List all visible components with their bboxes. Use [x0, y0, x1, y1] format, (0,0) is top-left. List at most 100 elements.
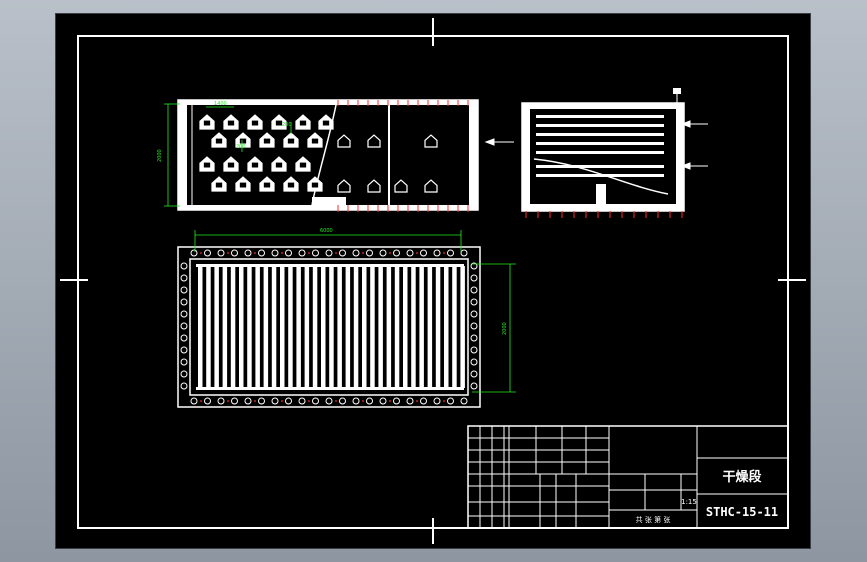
slat: [452, 266, 457, 388]
slat: [255, 266, 260, 388]
bolt: [339, 397, 346, 405]
front-view-dimensions: [164, 103, 292, 207]
drawing-border: [60, 18, 806, 544]
bolt: [460, 397, 468, 405]
bolt: [470, 370, 478, 378]
shoe-item: [367, 134, 381, 148]
front-width-dimension: 1400: [214, 101, 227, 107]
bolt: [406, 397, 414, 405]
front-height-dimension: 2000: [157, 149, 163, 162]
shoe-rack-items: [199, 114, 438, 193]
shoe-item: [424, 134, 438, 148]
drawing-sheet: 2000 1400 200 200: [56, 14, 810, 548]
bolt: [180, 370, 188, 378]
bolt: [366, 249, 373, 257]
plan-width-dimension: 6000: [320, 228, 333, 234]
bolt: [244, 249, 252, 257]
scale-label: 1:15: [681, 498, 697, 506]
slat: [444, 266, 449, 388]
bolt: [470, 262, 478, 270]
bolt: [447, 397, 454, 405]
bolt: [470, 358, 478, 366]
bolt: [180, 346, 188, 354]
shoe-item: [424, 179, 438, 193]
bolt: [180, 310, 188, 318]
shoe-item: [337, 134, 351, 148]
bolt: [298, 397, 306, 405]
drawing-number: STHC-15-11: [706, 505, 778, 519]
bolt: [312, 249, 319, 257]
slat: [288, 266, 293, 388]
bolt: [325, 397, 333, 405]
bolt: [285, 249, 292, 257]
bolt: [470, 346, 478, 354]
slat: [214, 266, 219, 388]
bolt: [420, 397, 427, 405]
shoe-item: [367, 179, 381, 193]
bolt: [231, 249, 238, 257]
slat: [378, 266, 383, 388]
slat: [370, 266, 375, 388]
title-block: [467, 425, 789, 529]
bolt: [285, 397, 292, 405]
slat: [222, 266, 228, 388]
side-dimension-a: 200: [282, 122, 292, 128]
slat: [312, 266, 318, 388]
bolt: [217, 249, 225, 257]
slat: [230, 266, 236, 388]
bolt: [204, 249, 211, 257]
bolt: [258, 397, 265, 405]
bolt: [420, 249, 427, 257]
plan-view: [177, 246, 481, 408]
bolt: [180, 334, 188, 342]
slat: [386, 266, 392, 388]
side-section-view: [521, 88, 685, 218]
bolt: [231, 397, 238, 405]
bolt: [379, 397, 387, 405]
bolt: [190, 397, 198, 405]
side-dimension-b: 200: [236, 144, 246, 150]
bolt: [470, 322, 478, 330]
bolt: [470, 286, 478, 294]
slat: [362, 266, 367, 388]
bolt: [433, 397, 441, 405]
slat: [280, 266, 285, 388]
bolt: [180, 286, 188, 294]
slat: [321, 266, 326, 388]
bolt: [393, 249, 400, 257]
bolt: [180, 322, 188, 330]
slat: [427, 266, 433, 388]
bolt: [190, 249, 198, 257]
drawing-title: 干燥段: [722, 469, 761, 485]
bolt: [180, 262, 188, 270]
bolt: [470, 274, 478, 282]
bolt: [298, 249, 306, 257]
bolt: [180, 274, 188, 282]
bolt: [180, 298, 188, 306]
slat: [460, 266, 465, 388]
plan-view-dimensions: [194, 230, 516, 393]
front-section-view: [177, 99, 479, 212]
slat: [394, 266, 400, 388]
slat: [239, 266, 244, 388]
slat: [271, 266, 277, 388]
bolt: [470, 334, 478, 342]
slat: [345, 266, 351, 388]
slat: [353, 266, 359, 388]
frame-bolts: [180, 249, 478, 405]
slat: [304, 266, 310, 388]
cad-drawing: 2000 1400 200 200: [60, 18, 806, 544]
slat: [296, 266, 301, 388]
bolt: [406, 249, 414, 257]
slat: [403, 266, 408, 388]
slat: [263, 266, 269, 388]
bolt: [433, 249, 441, 257]
bolt: [271, 249, 279, 257]
bolt: [470, 382, 478, 390]
bolt: [393, 397, 400, 405]
bolt: [180, 382, 188, 390]
slat: [329, 266, 334, 388]
bolt: [470, 298, 478, 306]
slat: [206, 266, 211, 388]
